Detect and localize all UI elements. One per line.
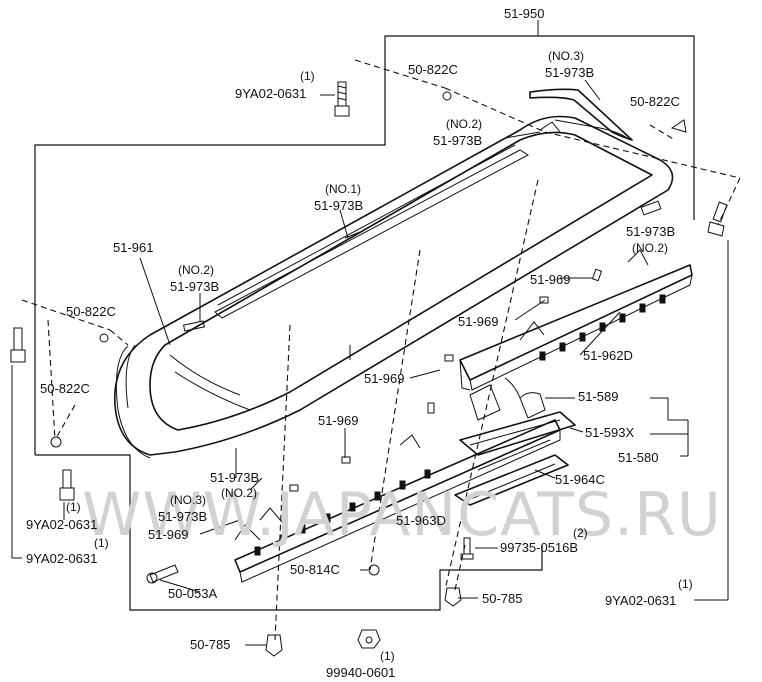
label-50-785-left: 50-785 [190, 637, 230, 652]
label-99735-0516b: 99735-0516B [500, 540, 578, 555]
label-51-964c: 51-964C [555, 472, 605, 487]
rail-clips [254, 294, 666, 556]
bolt-9ya02-top [334, 81, 350, 117]
watermark: WWW.JAPANCATS.RU [82, 480, 722, 550]
label-51-969-d: 51-969 [318, 413, 358, 428]
label-50-053a: 50-053A [168, 586, 217, 601]
label-51-969-e: 51-969 [148, 527, 188, 542]
label-9ya02-top: 9YA02-0631 [235, 86, 306, 101]
label-qty-right-low: (1) [678, 577, 693, 591]
label-51-593x: 51-593X [585, 425, 634, 440]
label-51-962d: 51-962D [583, 348, 633, 363]
label-qty-2: (2) [573, 526, 588, 540]
brake-light-lens-964c [454, 439, 569, 506]
label-51-973b-right: 51-973B [626, 224, 675, 239]
label-51-973b-no2-top: 51-973B [433, 133, 482, 148]
label-51-963d: 51-963D [396, 513, 446, 528]
clip-822c-left [99, 333, 109, 343]
label-51-950: 51-950 [504, 6, 544, 21]
strip-no3-top [529, 88, 633, 141]
small-clips-969 [289, 268, 603, 492]
clip-822c-right [670, 119, 687, 133]
label-51-961: 51-961 [113, 240, 153, 255]
label-qty-bottom: (1) [380, 649, 395, 663]
label-51-969-b: 51-969 [458, 314, 498, 329]
label-50-822c-low: 50-822C [40, 381, 90, 396]
rear-edge [554, 119, 631, 141]
pad-no2-right [640, 200, 662, 216]
nut-50-785-left [265, 634, 283, 657]
label-99940-0601: 99940-0601 [326, 665, 395, 680]
label-no3-top: (NO.3) [548, 49, 584, 63]
label-51-580: 51-580 [618, 450, 658, 465]
label-51-973b-mid: 51-973B [210, 470, 259, 485]
bolt-9ya02-low [59, 469, 75, 501]
spoiler-rib-no1 [214, 144, 529, 319]
assembly-frame-bottom [35, 454, 543, 611]
label-9ya02-low-2: 9YA02-0631 [26, 551, 97, 566]
label-51-973b-no1: 51-973B [314, 198, 363, 213]
bolt-50-053a [146, 564, 179, 584]
clip-822c-low [50, 436, 62, 448]
bolt-9ya02-right [707, 201, 728, 237]
bolt-9ya02-left [10, 327, 26, 363]
brake-light-593x [459, 411, 576, 456]
label-51-969-a: 51-969 [530, 272, 570, 287]
label-no1: (NO.1) [325, 182, 361, 196]
label-50-822c-right: 50-822C [630, 94, 680, 109]
label-no2-low: (NO.2) [221, 486, 257, 500]
label-51-589: 51-589 [578, 389, 618, 404]
pad-no2-left [183, 320, 205, 332]
label-50-822c-left: 50-822C [66, 304, 116, 319]
label-50-785-right: 50-785 [482, 591, 522, 606]
label-51-969-c: 51-969 [364, 371, 404, 386]
spoiler-body [114, 115, 674, 459]
washer-50-814c [368, 564, 380, 576]
label-no2-right: (NO.2) [632, 241, 668, 255]
label-no2-left: (NO.2) [178, 263, 214, 277]
pad-no2-top [539, 121, 561, 133]
label-qty-low-2: (1) [94, 536, 109, 550]
label-50-822c-top: 50-822C [408, 62, 458, 77]
screw-99735-0516b [460, 537, 474, 560]
label-leaders [11, 79, 729, 646]
nut-50-785-right [444, 587, 462, 607]
label-50-814c: 50-814C [290, 562, 340, 577]
callouts: 51-950 (NO.3) 51-973B 50-822C 50-822C (1… [26, 6, 693, 680]
label-51-973b-low: 51-973B [158, 509, 207, 524]
label-51-973b-left: 51-973B [170, 279, 219, 294]
label-qty-top: (1) [300, 69, 315, 83]
label-9ya02-right-low: 9YA02-0631 [605, 593, 676, 608]
clip-822c-top [442, 91, 452, 101]
label-51-973b-top: 51-973B [545, 65, 594, 80]
nut-99940-0601 [357, 629, 381, 649]
label-qty-low-1: (1) [66, 500, 81, 514]
connector-589 [519, 392, 546, 419]
dashed-leaders [21, 59, 741, 641]
assembly-frame [34, 35, 695, 455]
label-no2-top: (NO.2) [446, 117, 482, 131]
label-no3-low: (NO.3) [170, 493, 206, 507]
label-9ya02-low-1: 9YA02-0631 [26, 517, 97, 532]
